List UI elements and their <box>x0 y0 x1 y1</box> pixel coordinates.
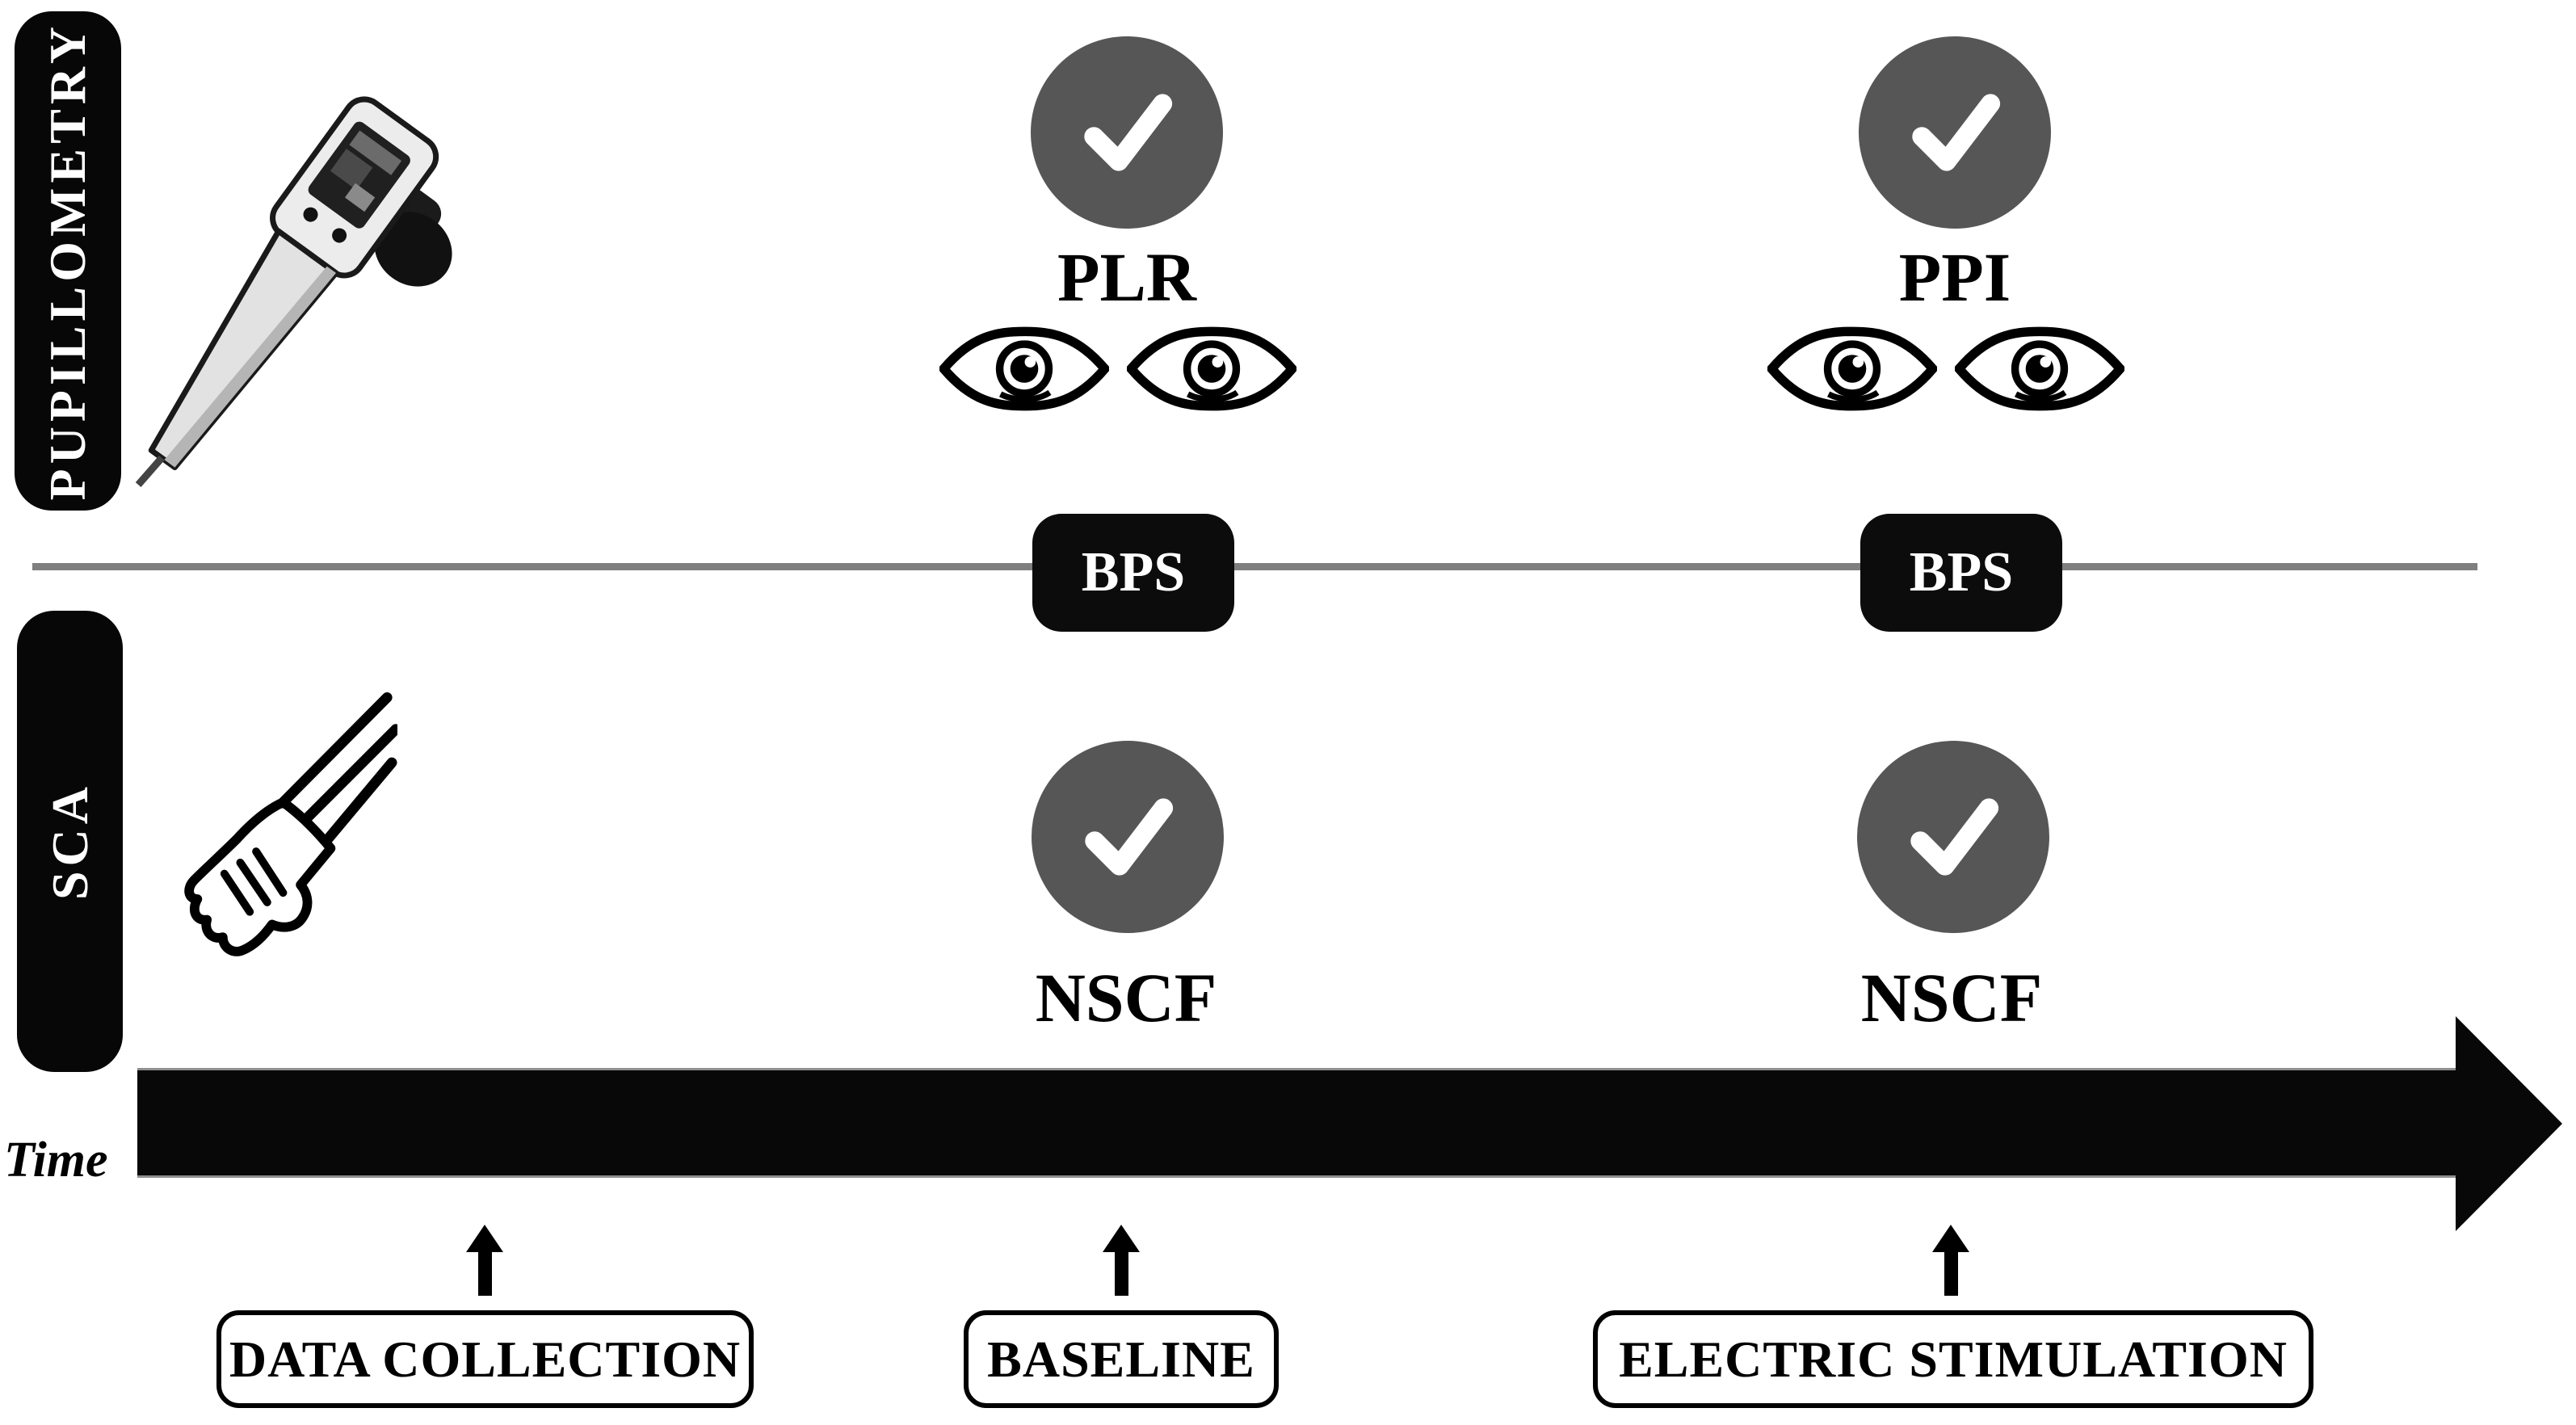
check-circle-icon-ppi <box>1859 36 2051 229</box>
event-box-baseline: BASELINE <box>964 1310 1279 1408</box>
bps-badge-left: BPS <box>1032 514 1234 632</box>
checkmark-icon <box>1085 798 1174 876</box>
up-arrow-shaft <box>1114 1252 1128 1296</box>
nscf-label-left: NSCF <box>1035 959 1217 1036</box>
device-screen-block2 <box>344 183 376 212</box>
up-arrow-icon-electric-stimulation <box>1932 1225 1969 1297</box>
hand-massage-illustration <box>184 691 401 956</box>
device-cable <box>135 455 165 488</box>
ppi-label: PPI <box>1898 238 2011 316</box>
pupillometer-image <box>135 57 452 521</box>
nscf-label-right: NSCF <box>1860 959 2043 1036</box>
bps-label: BPS <box>1081 541 1186 603</box>
pupillometer-illustration <box>135 96 452 488</box>
event-box-electric-stimulation: ELECTRIC STIMULATION <box>1593 1310 2313 1408</box>
eye-icon <box>1127 326 1296 411</box>
up-arrow-head <box>466 1225 503 1252</box>
up-arrow-head <box>1103 1225 1140 1252</box>
event-label: DATA COLLECTION <box>229 1330 742 1388</box>
bps-label: BPS <box>1909 541 2014 603</box>
up-arrow-shaft <box>477 1252 492 1296</box>
check-circle-icon-nscf-right <box>1857 741 2049 933</box>
device-screen-bar <box>349 130 402 175</box>
device-handle <box>148 228 339 471</box>
event-label: BASELINE <box>987 1330 1255 1388</box>
divider-line <box>32 563 2477 570</box>
check-circle-icon-nscf-left <box>1032 741 1224 933</box>
time-arrow-bar <box>137 1068 2456 1178</box>
device-eyecup <box>374 212 452 287</box>
checkmark-icon <box>1084 94 1173 171</box>
plr-label: PLR <box>1057 238 1196 316</box>
event-label: ELECTRIC STIMULATION <box>1619 1330 2288 1388</box>
eye-icon <box>1767 326 1937 411</box>
hand-massage-icon <box>167 689 401 972</box>
up-arrow-head <box>1932 1225 1969 1252</box>
checkmark-icon <box>1912 94 2001 171</box>
up-arrow-icon-baseline <box>1103 1225 1140 1297</box>
row-label-sca: SCA <box>17 611 123 1072</box>
bps-badge-right: BPS <box>1860 514 2062 632</box>
time-arrow-head-icon <box>2456 1016 2562 1231</box>
checkmark-icon <box>1910 798 1999 876</box>
device-screen-block <box>330 149 373 191</box>
sca-label: SCA <box>40 782 99 901</box>
hand-hatching <box>220 847 288 916</box>
up-arrow-shaft <box>1944 1252 1958 1296</box>
eyes-plr <box>939 326 1296 412</box>
eyes-ppi <box>1767 326 2124 412</box>
hand-outline <box>184 797 336 956</box>
eye-icon <box>1955 326 2124 411</box>
time-axis-label: Time <box>4 1133 108 1188</box>
row-label-pupillometry: PUPILLOMETRY <box>15 11 121 511</box>
device-button-right <box>332 228 347 243</box>
check-circle-icon-plr <box>1031 36 1223 229</box>
device-button-left <box>303 207 318 222</box>
eye-icon <box>939 326 1109 411</box>
device-handle-shade <box>164 266 337 468</box>
up-arrow-icon-data-collection <box>466 1225 503 1297</box>
pupillometry-label: PUPILLOMETRY <box>39 21 96 501</box>
event-box-data-collection: DATA COLLECTION <box>216 1310 754 1408</box>
